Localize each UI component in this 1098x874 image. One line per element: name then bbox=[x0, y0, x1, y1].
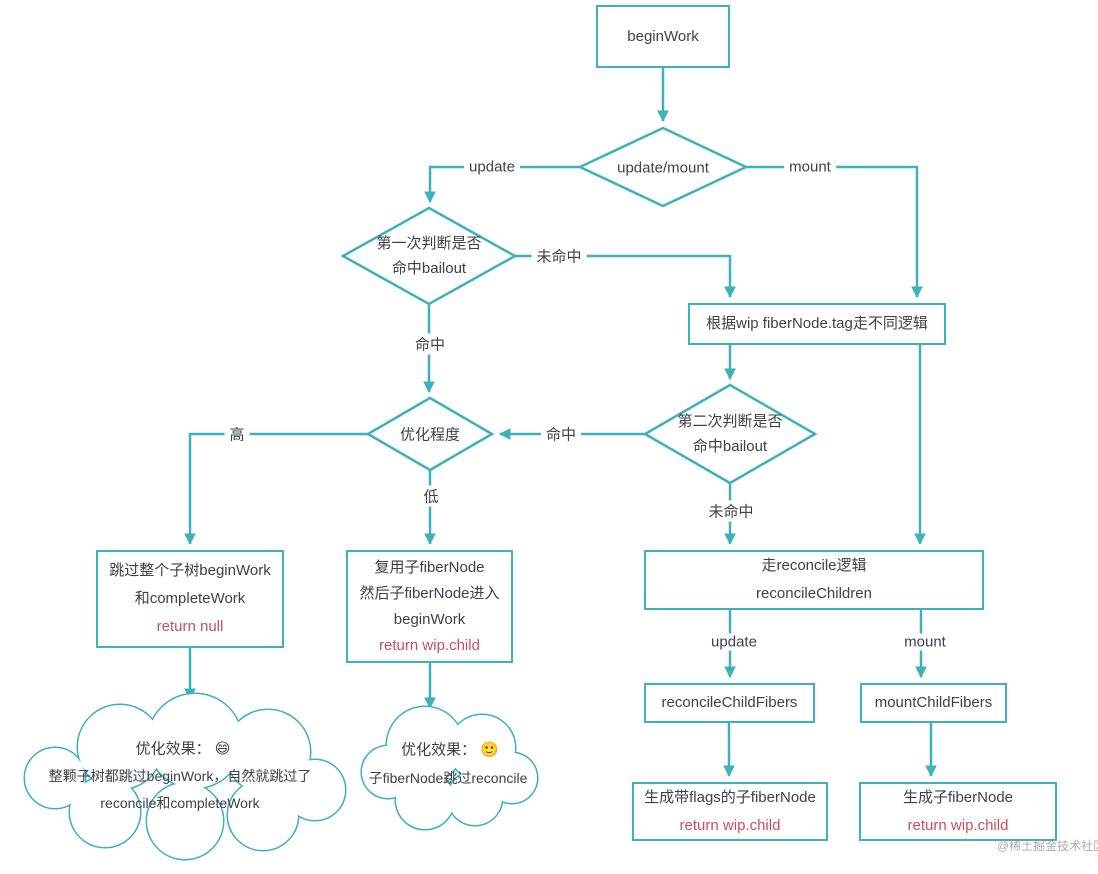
cloud-right-line2: 子fiberNode跳过reconcile bbox=[368, 770, 528, 786]
node-gen-child: 生成子fiberNode return wip.child bbox=[859, 782, 1057, 841]
diamond-opt-level-label: 优化程度 bbox=[399, 426, 461, 444]
gen-flags-line1: 生成带flags的子fiberNode bbox=[644, 788, 816, 806]
diamond-update-mount bbox=[577, 126, 749, 208]
first-bailout-line1: 第一次判断是否 bbox=[376, 235, 482, 252]
watermark: @稀土掘金技术社区 bbox=[997, 839, 1098, 853]
reconcile-line2: reconcileChildren bbox=[756, 585, 872, 602]
diamond-second-bailout bbox=[642, 383, 818, 485]
edge-label-mount: mount bbox=[784, 158, 836, 176]
edge-label-update: update bbox=[464, 158, 520, 176]
edge-label-hit1: 命中 bbox=[409, 333, 451, 355]
gen-flags-return: return wip.child bbox=[679, 816, 781, 834]
cloud-right-shape bbox=[360, 705, 539, 831]
node-beginwork: beginWork bbox=[596, 5, 730, 68]
diamond-first-bailout-label: 第一次判断是否 命中bailout bbox=[376, 231, 481, 281]
gen-child-return: return wip.child bbox=[907, 816, 1009, 834]
cloud-right-line1: 优化效果： 🙂 bbox=[401, 741, 499, 759]
node-reconcile-child-fibers: reconcileChildFibers bbox=[644, 683, 815, 723]
node-tag-logic: 根据wip fiberNode.tag走不同逻辑 bbox=[688, 303, 946, 345]
diamond-first-bailout bbox=[340, 206, 518, 306]
reuse-return: return wip.child bbox=[379, 636, 480, 654]
node-gen-flags: 生成带flags的子fiberNode return wip.child bbox=[632, 782, 828, 841]
skip-line2: 和completeWork bbox=[134, 590, 246, 607]
node-mount-child-fibers: mountChildFibers bbox=[860, 683, 1007, 723]
first-bailout-line2: 命中bailout bbox=[391, 260, 467, 277]
edge-label-miss2: 未命中 bbox=[703, 500, 759, 522]
skip-return: return null bbox=[156, 618, 224, 635]
cloud-left-line1: 优化效果： 😄 bbox=[135, 740, 231, 758]
edge-label-miss1: 未命中 bbox=[531, 245, 587, 267]
cloud-left-line3: reconcile和completeWork bbox=[100, 795, 260, 811]
reuse-line1: 复用子fiberNode bbox=[374, 558, 485, 576]
diamond-opt-level bbox=[365, 396, 495, 472]
reuse-line2: 然后子fiberNode进入 bbox=[359, 584, 500, 602]
edge-mount-branch bbox=[746, 165, 923, 299]
edge-high-to-skipbox bbox=[184, 432, 368, 546]
edge-label-high: 高 bbox=[224, 423, 250, 445]
reuse-line3: beginWork bbox=[393, 610, 466, 628]
node-skip-subtree: 跳过整个子树beginWork 和completeWork return nul… bbox=[96, 550, 284, 648]
cloud-left-line2: 整颗子树都跳过beginWork，自然就跳过了 bbox=[48, 768, 312, 784]
edge-label-low: 低 bbox=[418, 485, 444, 507]
second-bailout-line2: 命中bailout bbox=[692, 438, 768, 455]
node-reuse-fiber: 复用子fiberNode 然后子fiberNode进入 beginWork re… bbox=[346, 550, 513, 663]
mount-child-fibers-label: mountChildFibers bbox=[874, 694, 993, 711]
node-tag-logic-label: 根据wip fiberNode.tag走不同逻辑 bbox=[706, 315, 928, 332]
diamonds bbox=[340, 126, 818, 485]
gen-child-line1: 生成子fiberNode bbox=[902, 788, 1014, 806]
edge-label-update2: update bbox=[706, 633, 762, 651]
edge-label-hit2: 命中 bbox=[540, 423, 582, 445]
second-bailout-line1: 第二次判断是否 bbox=[677, 413, 783, 430]
node-reconcile-logic: 走reconcile逻辑 reconcileChildren bbox=[644, 550, 984, 610]
diamond-update-mount-label: update/mount bbox=[617, 159, 709, 177]
edge-miss1-to-taglogic bbox=[515, 254, 736, 299]
edge-label-mount2: mount bbox=[899, 633, 951, 651]
node-beginwork-label: beginWork bbox=[627, 27, 699, 45]
edge-update-branch bbox=[424, 165, 580, 204]
reconcile-child-fibers-label: reconcileChildFibers bbox=[661, 694, 798, 711]
skip-line1: 跳过整个子树beginWork bbox=[109, 562, 271, 579]
reconcile-line1: 走reconcile逻辑 bbox=[761, 557, 867, 574]
diamond-second-bailout-label: 第二次判断是否 命中bailout bbox=[677, 409, 782, 459]
cloud-left-shape bbox=[23, 692, 347, 861]
